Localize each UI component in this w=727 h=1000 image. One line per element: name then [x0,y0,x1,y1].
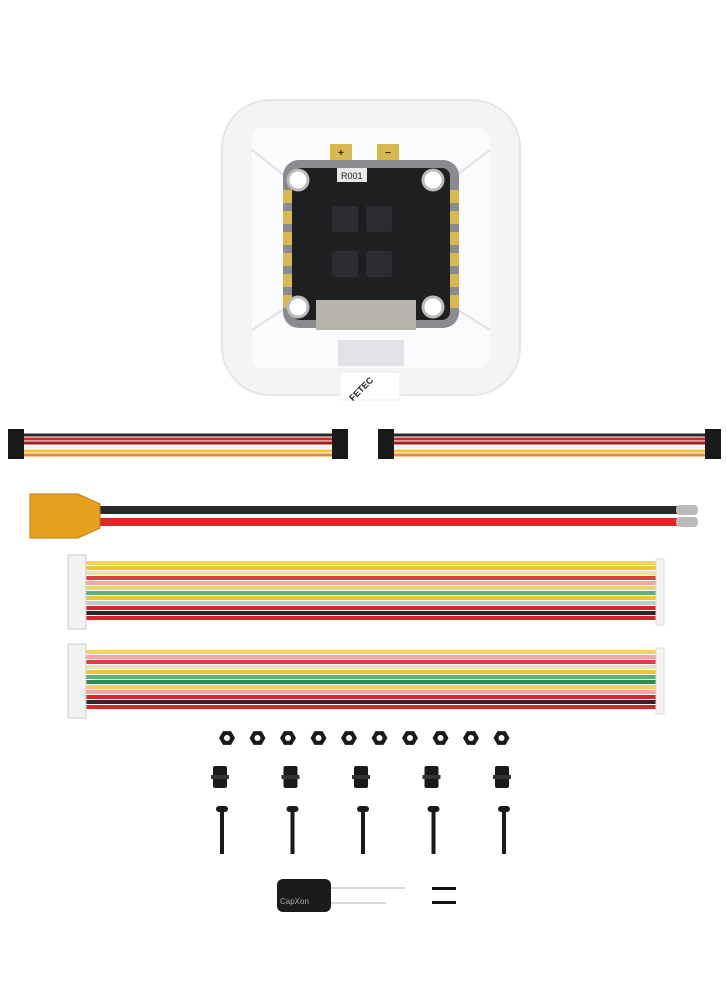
grommet-ring [211,775,229,779]
xt60-connector [29,493,101,539]
connector [8,429,24,459]
screw-shaft [220,812,224,854]
nut-hole [498,735,505,741]
gold-pad [450,253,459,266]
grommet-ring [422,775,441,779]
capacitor: CapXon [277,879,456,912]
board-connector [316,300,416,330]
mounting-hole [286,168,310,192]
nut-hole [437,735,444,741]
esc-board: R001 + − [283,144,459,330]
nut-hole [407,735,413,741]
gold-pad [283,232,292,245]
harness-connector [67,554,87,630]
mounting-hole [421,295,445,319]
nut-hole [224,735,230,741]
grommet-ring [352,775,370,779]
screw-head [498,806,510,812]
connector [705,429,721,459]
harness-end [655,647,665,715]
chip [332,251,358,277]
gold-pad [283,295,292,308]
grommet-ring [493,775,511,779]
gold-pad [330,144,352,162]
gold-pad [450,295,459,308]
capacitor-brand: CapXon [280,897,309,906]
capacitor-body [277,879,331,912]
gold-pad [450,274,459,287]
gold-pad [283,190,292,203]
nut-hole [376,735,383,741]
nut-hole [468,735,474,741]
equals-mark [432,901,456,904]
mounting-hole [286,295,310,319]
nut-hole [254,735,261,741]
harness-end [655,558,665,626]
screw-shaft [290,812,295,854]
connector [378,429,394,459]
shunt-resistor [337,168,367,182]
nut-hole [285,735,291,741]
short-signal-cable [378,429,721,459]
signal-harness [67,554,665,630]
gold-pad [283,253,292,266]
wire-tip [676,505,698,515]
chip [332,206,358,232]
gold-pad [450,232,459,245]
grommet-ring [281,775,300,779]
screw-head [427,806,440,812]
screw-shaft [431,812,436,854]
connector [332,429,348,459]
chip [366,206,392,232]
fetec-tape: FETEC [339,371,401,403]
nut-hole [346,735,352,741]
gold-pad [283,274,292,287]
minus-marking: − [385,148,391,159]
xt60-power-cable [29,493,698,539]
screw-head [286,806,299,812]
wire-tip [676,517,698,527]
short-signal-cable [8,429,348,459]
gold-pad [377,144,399,162]
gold-pad [450,211,459,224]
harness-connector [67,643,87,719]
signal-harness [67,643,665,719]
screw-shaft [361,812,365,854]
screw-head [216,806,228,812]
equals-mark [432,887,456,890]
chip [366,251,392,277]
screw-head [357,806,369,812]
mounting-hole [421,168,445,192]
gold-pad [283,211,292,224]
resistor-marking: R001 [341,171,363,181]
screw-shaft [502,812,506,854]
plus-marking: + [338,148,344,159]
tray-clip [338,340,404,366]
nut-hole [315,735,322,741]
gold-pad [450,190,459,203]
